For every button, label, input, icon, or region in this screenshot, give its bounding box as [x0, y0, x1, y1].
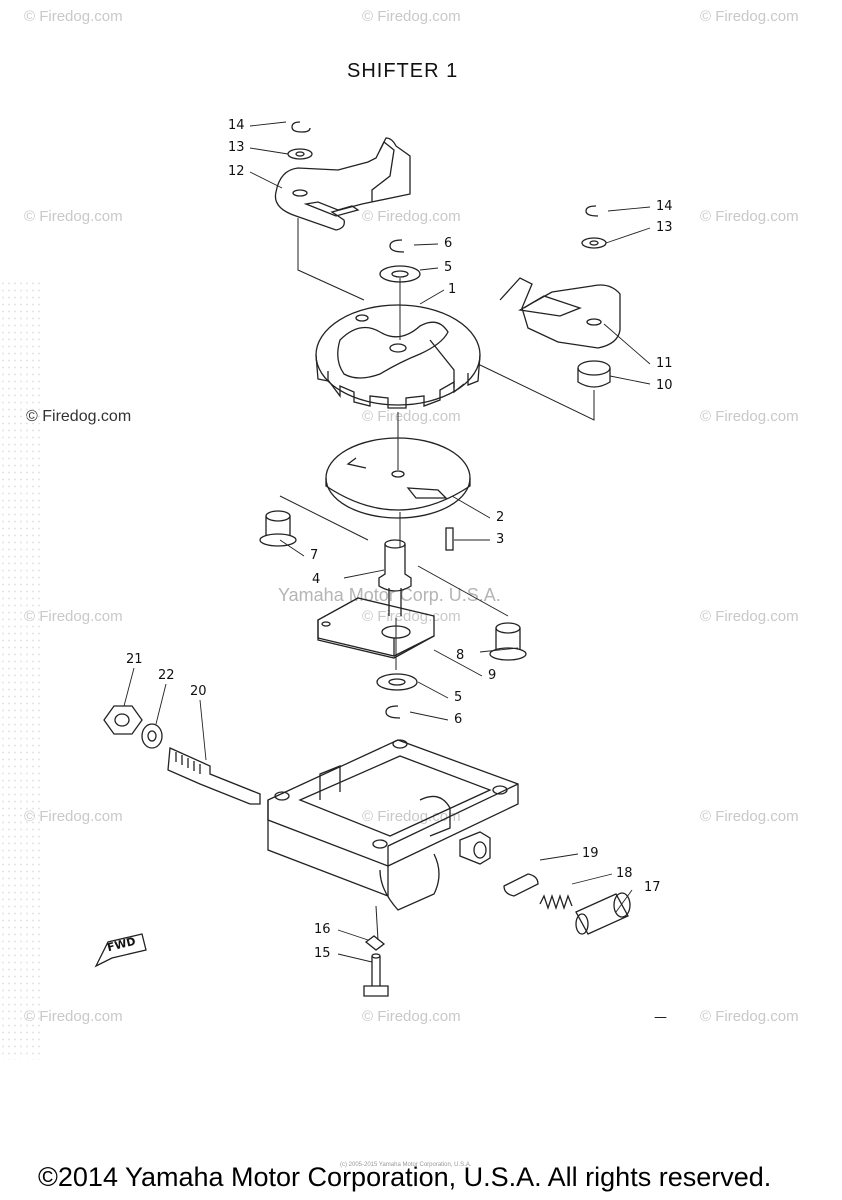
dash-mark: —: [654, 1010, 667, 1025]
part-12-shift-plate: [274, 137, 411, 231]
footer-copyright: ©2014 Yamaha Motor Corporation, U.S.A. A…: [38, 1162, 772, 1192]
callout-8: 8: [456, 648, 465, 663]
callout-1: 1: [448, 282, 457, 297]
part-1-shift-cam: [315, 304, 481, 409]
part-13-washer: [287, 148, 313, 160]
shifter-housing: [267, 739, 519, 911]
part-20-stud: [167, 747, 261, 805]
part-17-plunger: [575, 892, 631, 935]
watermark: © Firedog.com: [24, 808, 123, 825]
watermark: © Firedog.com: [700, 1008, 799, 1025]
watermark: © Firedog.com: [362, 8, 461, 25]
callout-6-lower: 6: [454, 712, 463, 727]
part-21-nut: [103, 705, 143, 735]
watermark: © Firedog.com: [700, 408, 799, 425]
watermark: © Firedog.com: [700, 8, 799, 25]
callout-10: 10: [656, 378, 673, 393]
part-10-collar: [577, 360, 611, 388]
watermark: © Firedog.com: [362, 208, 461, 225]
callout-20: 20: [190, 684, 207, 699]
callout-14-right: 14: [656, 199, 673, 214]
callout-22: 22: [158, 668, 175, 683]
part-18-spring: [539, 893, 573, 911]
watermark: © Firedog.com: [362, 608, 461, 625]
watermark: © Firedog.com: [700, 608, 799, 625]
callout-5-lower: 5: [454, 690, 463, 705]
part-22-washer: [141, 723, 163, 749]
watermark: © Firedog.com: [24, 208, 123, 225]
callout-3: 3: [496, 532, 505, 547]
callout-4: 4: [312, 572, 321, 587]
callout-13-right: 13: [656, 220, 673, 235]
watermark: © Firedog.com: [362, 808, 461, 825]
fwd-arrow-icon: [94, 933, 147, 968]
callout-21: 21: [126, 652, 143, 667]
part-14-clip: [291, 121, 311, 133]
watermark: © Firedog.com: [362, 408, 461, 425]
watermark: © Firedog.com: [24, 8, 123, 25]
callout-16: 16: [314, 922, 331, 937]
part-7-pin: [259, 510, 297, 547]
diagram-title: SHIFTER 1: [347, 60, 459, 82]
callout-2: 2: [496, 510, 505, 525]
part-13-washer-right: [581, 237, 607, 249]
part-16-lock-washer: [364, 935, 386, 951]
callout-7: 7: [310, 548, 319, 563]
watermark: © Firedog.com: [700, 208, 799, 225]
part-3-pin: [445, 527, 454, 551]
callout-19: 19: [582, 846, 599, 861]
watermark: © Firedog.com: [24, 608, 123, 625]
part-6-clip-top: [389, 239, 405, 253]
part-9-block: [317, 597, 435, 659]
part-15-bolt: [363, 953, 389, 997]
part-4-shaft: [378, 539, 412, 616]
callout-13: 13: [228, 140, 245, 155]
callout-15: 15: [314, 946, 331, 961]
part-5-washer-bottom: [376, 673, 418, 691]
callout-14: 14: [228, 118, 245, 133]
tiny-copyright: (c) 2005-2015 Yamaha Motor Corporation, …: [340, 1162, 472, 1168]
part-14-clip-right: [585, 205, 599, 217]
watermark: © Firedog.com: [700, 808, 799, 825]
scan-noise: [0, 280, 40, 1060]
callout-17: 17: [644, 880, 661, 895]
callout-9: 9: [488, 668, 497, 683]
callout-5: 5: [444, 260, 453, 275]
part-6-clip-bottom: [385, 705, 401, 719]
part-19-plug: [503, 873, 539, 897]
callout-12: 12: [228, 164, 245, 179]
part-8-pin: [489, 622, 527, 661]
watermark: © Firedog.com: [362, 1008, 461, 1025]
part-11-shift-plate: [499, 277, 621, 349]
callout-18: 18: [616, 866, 633, 881]
watermark: © Firedog.com: [24, 1008, 123, 1025]
callout-11: 11: [656, 356, 673, 371]
callout-6: 6: [444, 236, 453, 251]
watermark-prominent: © Firedog.com: [26, 408, 132, 425]
